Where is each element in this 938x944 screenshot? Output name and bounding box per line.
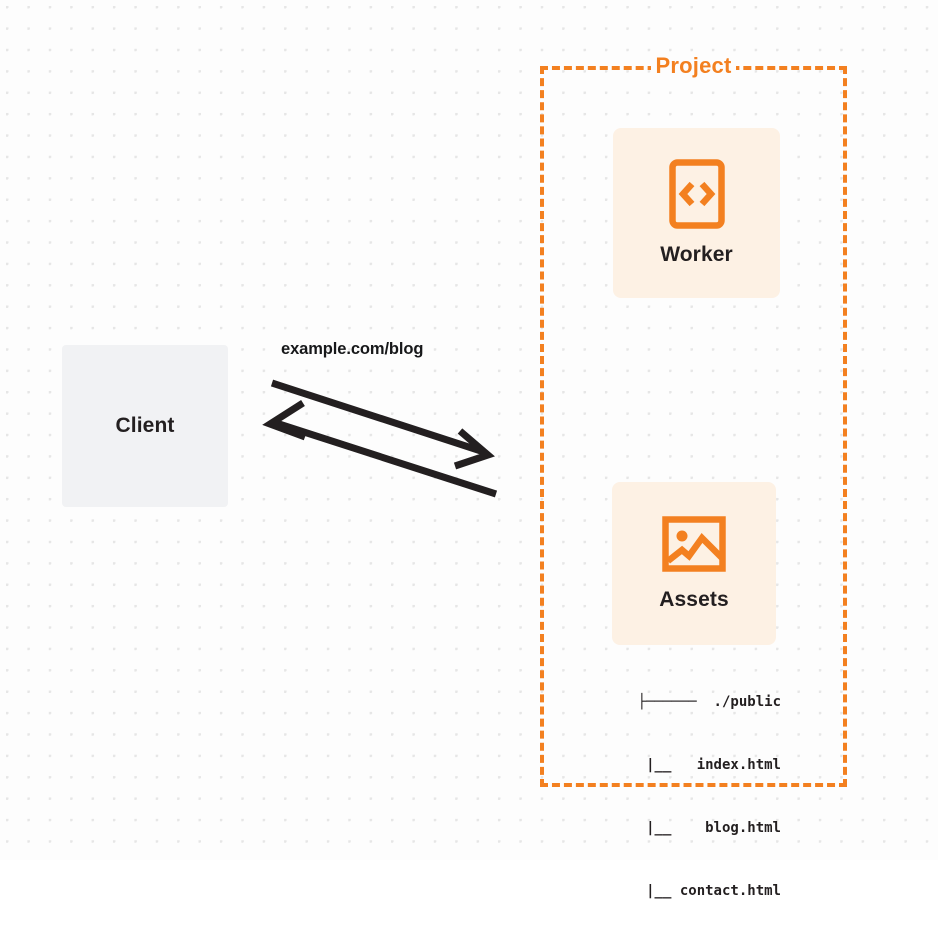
- code-brackets-icon: [668, 159, 725, 229]
- file-tree-row: |__ blog.html: [587, 820, 781, 836]
- assets-label: Assets: [659, 587, 729, 611]
- file-tree-row: |__ index.html: [587, 757, 781, 773]
- connector-label: example.com/blog: [281, 340, 424, 358]
- image-icon: [662, 515, 726, 572]
- project-title-text: Project: [650, 53, 737, 78]
- file-tree-row: ├────── ./public: [637, 694, 781, 710]
- client-node[interactable]: Client: [62, 345, 228, 507]
- request-arrow: [270, 379, 495, 470]
- worker-card[interactable]: Worker: [613, 128, 780, 298]
- client-label: Client: [115, 414, 175, 437]
- project-title: Project: [540, 52, 847, 80]
- worker-label: Worker: [660, 243, 733, 266]
- assets-card[interactable]: Assets: [612, 482, 776, 645]
- file-tree: ├────── ./public |__ index.html |__ blog…: [560, 650, 781, 944]
- response-arrow: [262, 400, 498, 498]
- diagram-canvas: Client example.com/blog Project Worker: [0, 0, 938, 899]
- file-tree-row: |__ contact.html: [587, 883, 781, 899]
